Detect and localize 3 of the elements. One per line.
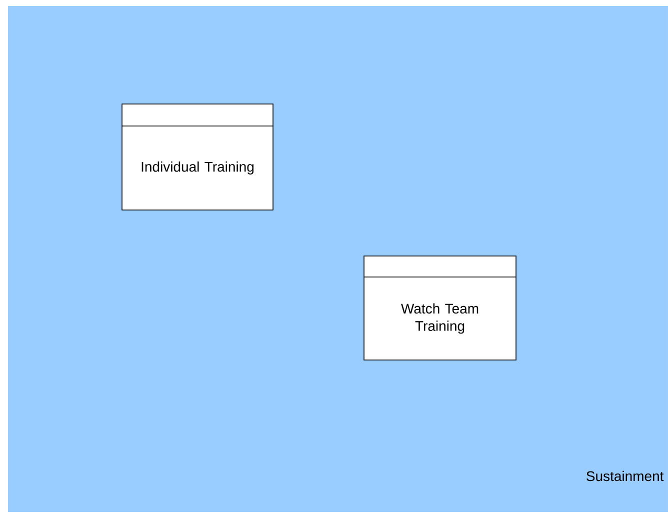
box: Individual Training <box>122 104 274 210</box>
box: Watch Team Training <box>364 256 516 360</box>
label: Sustainment <box>586 470 664 482</box>
